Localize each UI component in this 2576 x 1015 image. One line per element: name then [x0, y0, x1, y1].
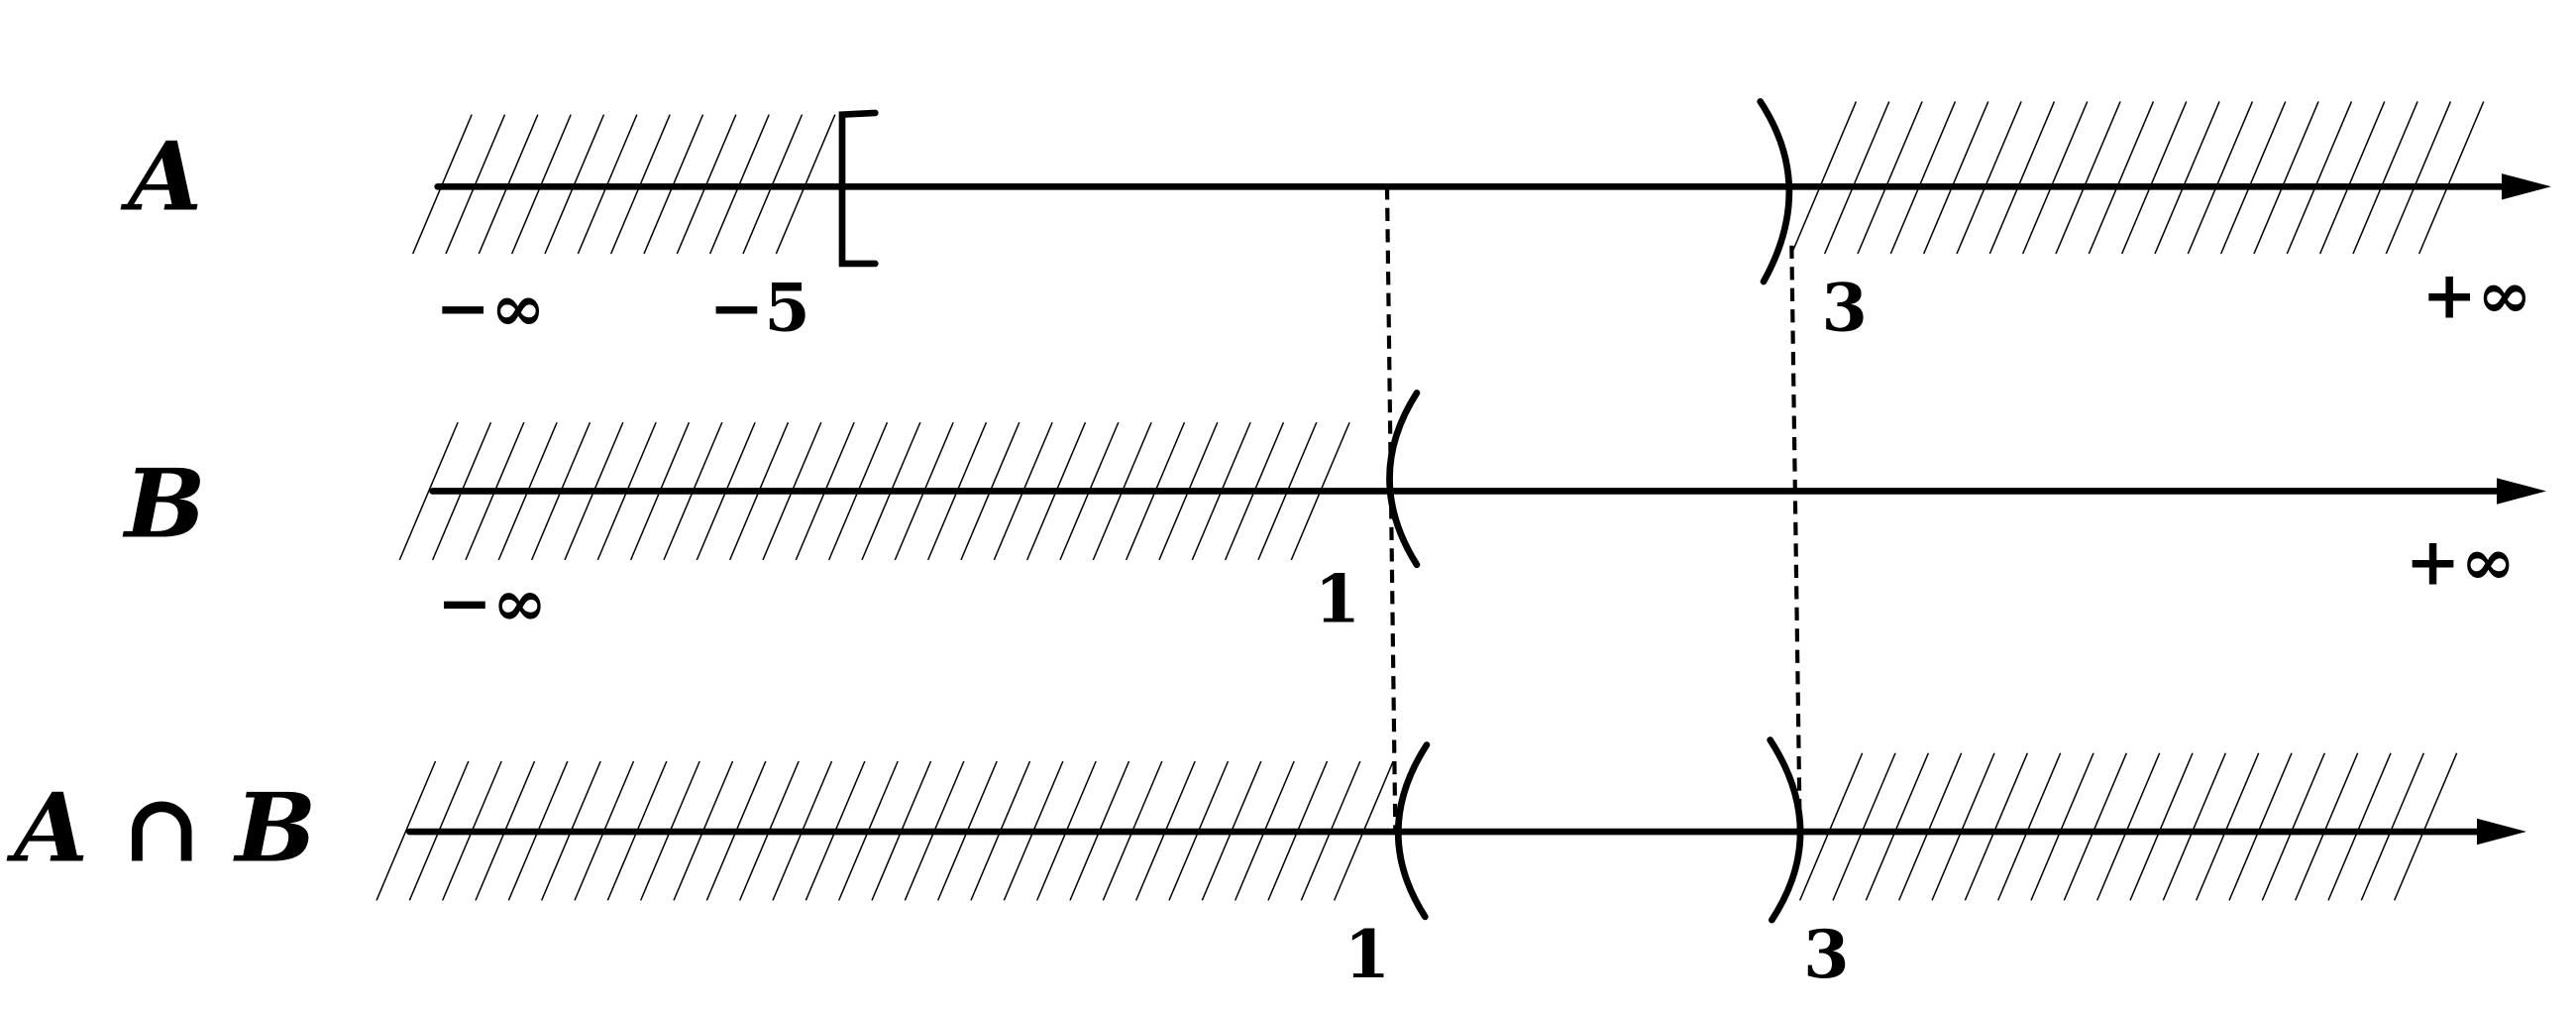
set-label-b: B	[122, 448, 206, 559]
hatch-line-a-right	[2187, 101, 2254, 255]
arrow-b	[2497, 478, 2546, 505]
hatch-line-a-right	[2352, 101, 2418, 255]
label-1-ab: 1	[1344, 916, 1390, 993]
label-3-ab: 3	[1803, 916, 1849, 993]
bracket-closed-a-minus5	[838, 109, 879, 268]
hatch-line-ab-right	[2228, 752, 2293, 901]
label-1-b: 1	[1315, 561, 1360, 638]
hatch-line-a-right	[2154, 101, 2220, 255]
hatch-line-a-right	[2088, 101, 2155, 255]
hatch-line-a-right	[1823, 101, 1890, 255]
hatch-line-a-right	[2219, 101, 2287, 255]
label-minus-infinity-b: −∞	[437, 564, 547, 641]
hatch-line-a-right	[2385, 101, 2452, 255]
hatch-line-ab-right	[2162, 752, 2227, 901]
hatch-line-ab-right	[2129, 752, 2194, 901]
paren-open-ab-3	[1767, 736, 1804, 924]
hatch-line-a-right	[2021, 101, 2089, 255]
hatch-line-ab-right	[1897, 752, 1963, 901]
hatch-line-a-right	[1857, 101, 1923, 255]
hatch-line-ab-right	[1931, 752, 1995, 901]
label-plus-infinity-a: +∞	[2421, 257, 2531, 334]
arrow-ab	[2477, 818, 2526, 846]
hatching	[376, 101, 2485, 901]
label-3-a: 3	[1821, 270, 1867, 347]
paren-open-b-1	[1386, 390, 1421, 569]
hatch-line-ab-right	[2360, 752, 2425, 901]
label-plus-infinity-b: +∞	[2406, 523, 2516, 601]
hatch-line-ab-right	[2261, 752, 2326, 901]
hatch-line-a-right	[1922, 101, 1989, 255]
hatch-line-a-right	[1956, 101, 2022, 255]
hatch-line-ab-right	[2030, 752, 2094, 901]
hatch-line-a-right	[2318, 101, 2386, 255]
label-minus-infinity-a: −∞	[435, 270, 545, 347]
hatch-line-a-right	[1889, 101, 1957, 255]
hatch-line-ab-right	[1832, 752, 1896, 901]
paren-open-ab-1	[1394, 741, 1431, 921]
hatch-line-a-right	[2120, 101, 2188, 255]
hatch-line-ab-right	[1996, 752, 2062, 901]
hatch-line-a-right	[1790, 101, 1858, 255]
dashed-guide-3	[1789, 245, 1802, 833]
hatch-line-ab-right	[2095, 752, 2161, 901]
arrow-a	[2502, 173, 2551, 200]
hatch-line-ab-right	[1798, 752, 1864, 901]
hatch-line-b-left	[398, 421, 459, 561]
hatch-line-ab-right	[1964, 752, 2029, 901]
hatch-line-ab-right	[2393, 752, 2458, 901]
hatch-line-a-right	[2417, 101, 2485, 255]
label-minus5: −5	[709, 270, 810, 347]
hatch-line-a-right	[2253, 101, 2319, 255]
hatch-line-a-right	[1988, 101, 2056, 255]
hatch-line-a-right	[2055, 101, 2121, 255]
hatch-line-ab-left	[376, 760, 437, 901]
hatch-line-ab-right	[2195, 752, 2260, 901]
hatch-line-ab-right	[2294, 752, 2359, 901]
hatch-line-ab-right	[2327, 752, 2392, 901]
set-label-a-intersect-b: A ∩ B	[6, 772, 316, 883]
hatch-line-ab-right	[2063, 752, 2128, 901]
set-label-a: A	[120, 121, 202, 232]
paren-open-a-3	[1757, 98, 1793, 285]
hatch-line-a-right	[2286, 101, 2353, 255]
hatch-line-ab-right	[1865, 752, 1930, 901]
